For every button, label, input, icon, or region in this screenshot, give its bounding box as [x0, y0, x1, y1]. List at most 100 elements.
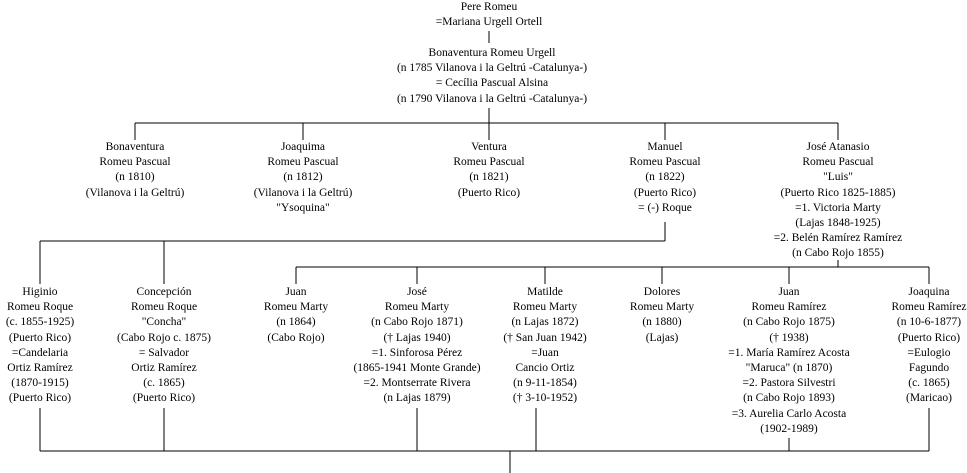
- person-detail-line: (n Cabo Rojo 1855): [792, 247, 884, 260]
- person-detail-line: (1902-1989): [760, 422, 818, 435]
- person-detail-line: (1865-1941 Monte Grande): [353, 362, 481, 375]
- person-detail-line: =2. Pastora Silvestri: [742, 377, 836, 390]
- person-detail-line: (n 9-11-1854): [513, 377, 577, 390]
- person-detail-line: =Eulogio: [907, 346, 951, 359]
- person-detail-line: Romeu Pascual: [267, 156, 339, 169]
- person-detail-line: (n 1812): [283, 171, 323, 184]
- person-detail-line: José Atanasio: [806, 141, 870, 153]
- person-detail-line: (Puerto Rico): [457, 186, 521, 199]
- person-detail-line: Bonaventura: [105, 141, 165, 153]
- person-detail-line: = Cecília Pascual Alsina: [435, 77, 549, 90]
- person-detail-line: Juan: [285, 286, 307, 298]
- person-detail-line: Romeu Marty: [629, 301, 695, 314]
- person-detail-line: (1870-1915): [11, 377, 69, 390]
- person-detail-line: Ortiz Ramírez: [131, 362, 197, 375]
- person-detail-line: =3. Aurelia Carlo Acosta: [731, 407, 847, 420]
- person-detail-line: =Juan: [531, 346, 559, 359]
- person-detail-line: (Puerto Rico): [633, 186, 697, 199]
- person-detail-line: (Puerto Rico 1825-1885): [780, 186, 896, 199]
- person-detail-line: Romeu Pascual: [629, 156, 701, 169]
- person-detail-line: Higinio: [22, 286, 58, 298]
- person-detail-line: "Ysoquina": [276, 201, 330, 214]
- person-detail-line: Romeu Marty: [384, 301, 450, 314]
- person-detail-line: =1. Victoria Marty: [795, 201, 881, 214]
- person-detail-line: Romeu Marty: [512, 301, 578, 314]
- person-detail-line: († 3-10-1952): [512, 392, 578, 405]
- person-detail-line: Romeu Roque: [130, 301, 198, 314]
- person-detail-line: Romeu Pascual: [99, 156, 171, 169]
- person-detail-line: =1. Sinforosa Pérez: [371, 346, 463, 359]
- person-detail-line: (Cabo Rojo): [267, 331, 325, 344]
- person-detail-line: (n 1821): [469, 171, 509, 184]
- person-detail-line: Fagundo: [908, 362, 950, 375]
- person-detail-line: Joaquina: [908, 286, 950, 298]
- person-detail-line: (n Lajas 1879): [383, 392, 451, 405]
- person-detail-line: († 1938): [769, 331, 809, 344]
- person-detail-line: († Lajas 1940): [383, 331, 451, 344]
- person-detail-line: (Puerto Rico): [8, 331, 72, 344]
- person-detail-line: = Salvador: [138, 346, 190, 359]
- person-detail-line: Ventura: [471, 141, 507, 153]
- person-detail-line: Ortiz Ramírez: [7, 362, 73, 375]
- person-detail-line: Manuel: [647, 141, 683, 153]
- person-detail-line: Dolores: [643, 286, 681, 298]
- person-detail-line: "Maruca" (n 1870): [745, 362, 833, 375]
- person-detail-line: Romeu Pascual: [453, 156, 525, 169]
- person-detail-line: =1. María Ramírez Acosta: [728, 346, 850, 359]
- person-detail-line: "Concha": [141, 316, 187, 329]
- person-detail-line: Romeu Ramírez: [891, 301, 967, 314]
- person-detail-line: Romeu Marty: [263, 301, 329, 314]
- person-detail-line: (n 1864): [276, 316, 316, 329]
- person-detail-line: (n 1822): [645, 171, 685, 184]
- person-detail-line: =2. Montserrate Rivera: [363, 377, 471, 390]
- person-detail-line: "Luis": [823, 171, 853, 184]
- person-detail-line: (n 1810): [115, 171, 155, 184]
- person-detail-line: (Lajas): [645, 331, 679, 344]
- person-detail-line: =Mariana Urgell Ortell: [435, 16, 543, 29]
- person-detail-line: =Candelaria: [11, 346, 69, 359]
- person-detail-line: (c. 1855-1925): [5, 316, 75, 329]
- person-detail-line: (n 1785 Vilanova i la Geltrú -Catalunya-…: [396, 62, 588, 75]
- person-detail-line: († San Juan 1942): [503, 331, 587, 344]
- person-detail-line: Bonaventura Romeu Urgell: [428, 47, 556, 59]
- person-detail-line: Cancio Ortiz: [515, 362, 575, 375]
- person-detail-line: (c. 1865): [143, 377, 185, 390]
- person-detail-line: = (-) Roque: [638, 201, 692, 214]
- person-detail-line: (n 1880): [642, 316, 682, 329]
- person-detail-line: Pere Romeu: [460, 1, 518, 13]
- person-detail-line: (Puerto Rico): [8, 392, 72, 405]
- person-detail-line: (n Lajas 1872): [511, 316, 579, 329]
- person-detail-line: Concepción: [136, 286, 192, 298]
- person-detail-line: (n Cabo Rojo 1875): [743, 316, 835, 329]
- person-detail-line: Juan: [778, 286, 800, 298]
- person-detail-line: (c. 1865): [908, 377, 950, 390]
- person-detail-line: (Puerto Rico): [132, 392, 196, 405]
- person-detail-line: (n Cabo Rojo 1893): [743, 392, 835, 405]
- person-detail-line: (Vilanova i la Geltrú): [253, 186, 353, 199]
- person-detail-line: (Lajas 1848-1925): [795, 217, 881, 230]
- person-detail-line: (n 10-6-1877): [896, 316, 962, 329]
- person-pere-romeu: Pere Romeu =Mariana Urgell Ortell: [436, 0, 543, 30]
- person-detail-line: Joaquima: [280, 141, 326, 153]
- person-detail-line: Romeu Roque: [6, 301, 74, 314]
- person-detail-line: (n 1790 Vilanova i la Geltrú -Catalunya-…: [396, 92, 588, 105]
- person-detail-line: (Puerto Rico): [897, 331, 961, 344]
- person-detail-line: (Cabo Rojo c. 1875): [117, 331, 211, 344]
- person-detail-line: Romeu Pascual: [802, 156, 874, 169]
- person-detail-line: Romeu Ramírez: [751, 301, 827, 314]
- person-detail-line: (n Cabo Rojo 1871): [371, 316, 463, 329]
